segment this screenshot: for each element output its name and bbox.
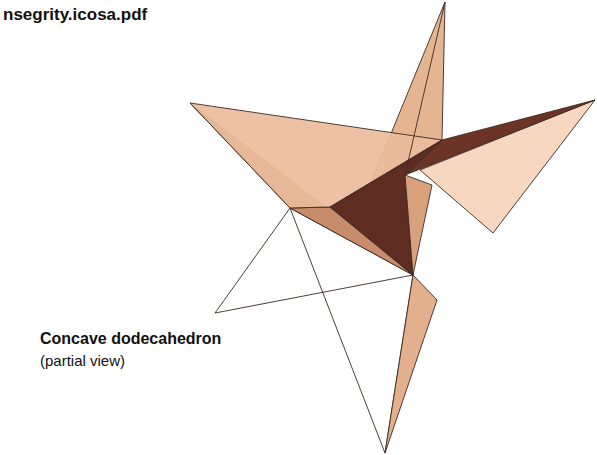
polyhedron-face [330, 140, 442, 275]
polyhedron-face [405, 175, 432, 275]
figure-note: (partial view) [40, 352, 125, 369]
polyhedron-face [405, 100, 595, 175]
polyhedron-face [385, 275, 437, 453]
polyhedron-edge [405, 2, 445, 175]
polyhedron-face [420, 100, 595, 233]
file-title: nsegrity.icosa.pdf [3, 5, 147, 25]
figure-caption: Concave dodecahedron [40, 330, 221, 348]
